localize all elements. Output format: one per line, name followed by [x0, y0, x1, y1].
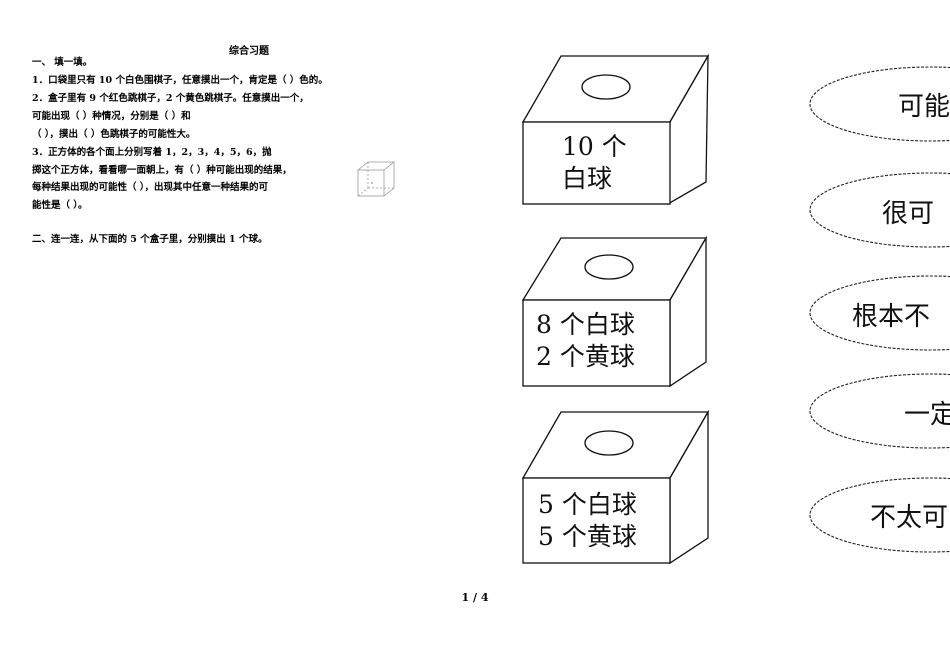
- oval-4: [809, 373, 950, 449]
- question-2-line-3: （ ），摸出（ ）色跳棋子的可能性大。: [32, 129, 196, 140]
- oval-2-label: 很可: [882, 199, 935, 229]
- oval-4-label: 一定: [904, 400, 950, 430]
- question-3-line-2: 掷这个正方体，看看哪一面朝上，有（ ）种可能出现的结果，: [32, 165, 292, 176]
- box-3-label-line-2: 5 个黄球: [538, 522, 637, 551]
- ball-box-3: 5 个白球 5 个黄球: [518, 408, 710, 568]
- box-2-label-line-2: 2 个黄球: [536, 342, 635, 371]
- oval-5-label: 不太可: [870, 503, 949, 533]
- box-2-label-line-1: 8 个白球: [536, 310, 635, 339]
- ball-box-2: 8 个白球 2 个黄球: [518, 234, 710, 392]
- oval-1-label: 可能: [898, 92, 950, 122]
- section1-heading: 一、 填一填。: [32, 57, 93, 68]
- box-1-label-line-1: 10 个: [562, 132, 627, 161]
- page-number: 1 / 4: [461, 591, 489, 604]
- box-3-label-line-1: 5 个白球: [538, 490, 637, 519]
- oval-1: [809, 66, 950, 142]
- cube-icon: [356, 160, 396, 198]
- question-3-line-1: 3．正方体的各个面上分别写着 1，2，3，4，5，6，抛: [32, 147, 272, 158]
- question-2-line-2: 可能出现（ ）种情况，分别是（ ）和: [32, 111, 191, 122]
- box-1-label-line-2: 白球: [562, 164, 613, 193]
- question-2-line-1: 2．盒子里有 9 个红色跳棋子，2 个黄色跳棋子。任意摸出一个，: [32, 93, 309, 104]
- question-3-line-4: 能性是（ ）。: [32, 200, 88, 211]
- page-title: 综合习题: [229, 46, 269, 57]
- oval-3: [809, 275, 950, 351]
- oval-3-label: 根本不: [852, 302, 931, 332]
- ball-box-1: 10 个 白球: [518, 52, 710, 210]
- oval-5: [809, 477, 950, 553]
- question-1-line: 1．口袋里只有 10 个白色围棋子，任意摸出一个，肯定是（ ）色的。: [32, 75, 328, 86]
- question-3-line-3: 每种结果出现的可能性（ ），出现其中任意一种结果的可: [32, 182, 269, 193]
- oval-2: [809, 172, 950, 248]
- section2-heading: 二、连一连，从下面的 5 个盒子里，分别摸出 1 个球。: [32, 234, 268, 245]
